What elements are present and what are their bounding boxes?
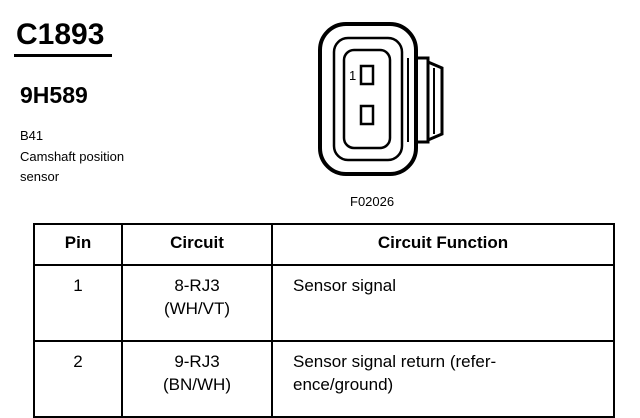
pin-cell: 2 (33, 340, 123, 418)
connector-housing-outer (318, 22, 418, 176)
pin-cell: 1 (33, 264, 123, 342)
circuit-number: 8-RJ3 (174, 276, 220, 295)
circuit-number: 9-RJ3 (174, 352, 220, 371)
function-cell: Sensor signal (271, 264, 615, 342)
part-number: 9H589 (20, 82, 88, 108)
terminal-cavity (342, 48, 392, 150)
function-text: Sensor signal return (refer- (293, 352, 497, 371)
table-row: 2 9-RJ3 (BN/WH) Sensor signal return (re… (33, 340, 615, 418)
circuit-cell: 9-RJ3 (BN/WH) (121, 340, 273, 418)
locking-tab (416, 56, 430, 144)
function-text-cont: ence/ground) (293, 375, 394, 394)
connector-diagram: 1 (318, 22, 444, 176)
table-row: 1 8-RJ3 (WH/VT) Sensor signal (33, 264, 615, 342)
connector-id-underline (14, 54, 112, 57)
circuit-color: (WH/VT) (163, 299, 231, 318)
connector-housing-inner (332, 36, 404, 162)
function-cell: Sensor signal return (refer- ence/ground… (271, 340, 615, 418)
header-circuit-function: Circuit Function (271, 223, 615, 266)
component-description-line2: sensor (20, 169, 60, 184)
figure-reference: F02026 (350, 194, 395, 209)
locking-tab-inner (427, 60, 444, 142)
function-text: Sensor signal (293, 276, 397, 295)
pin-1-terminal (359, 64, 375, 86)
component-code: B41 (20, 128, 44, 143)
pin-1-label: 1 (349, 68, 356, 83)
table-header-row: Pin Circuit Circuit Function (33, 223, 615, 266)
pin-2-terminal (359, 104, 375, 126)
header-circuit: Circuit (121, 223, 273, 266)
pinout-table: Pin Circuit Circuit Function 1 8-RJ3 (WH… (33, 223, 615, 418)
circuit-cell: 8-RJ3 (WH/VT) (121, 264, 273, 342)
header-pin: Pin (33, 223, 123, 266)
circuit-color: (BN/WH) (163, 375, 231, 394)
connector-id: C1893 (16, 18, 105, 51)
component-description-line1: Camshaft position (20, 149, 125, 164)
